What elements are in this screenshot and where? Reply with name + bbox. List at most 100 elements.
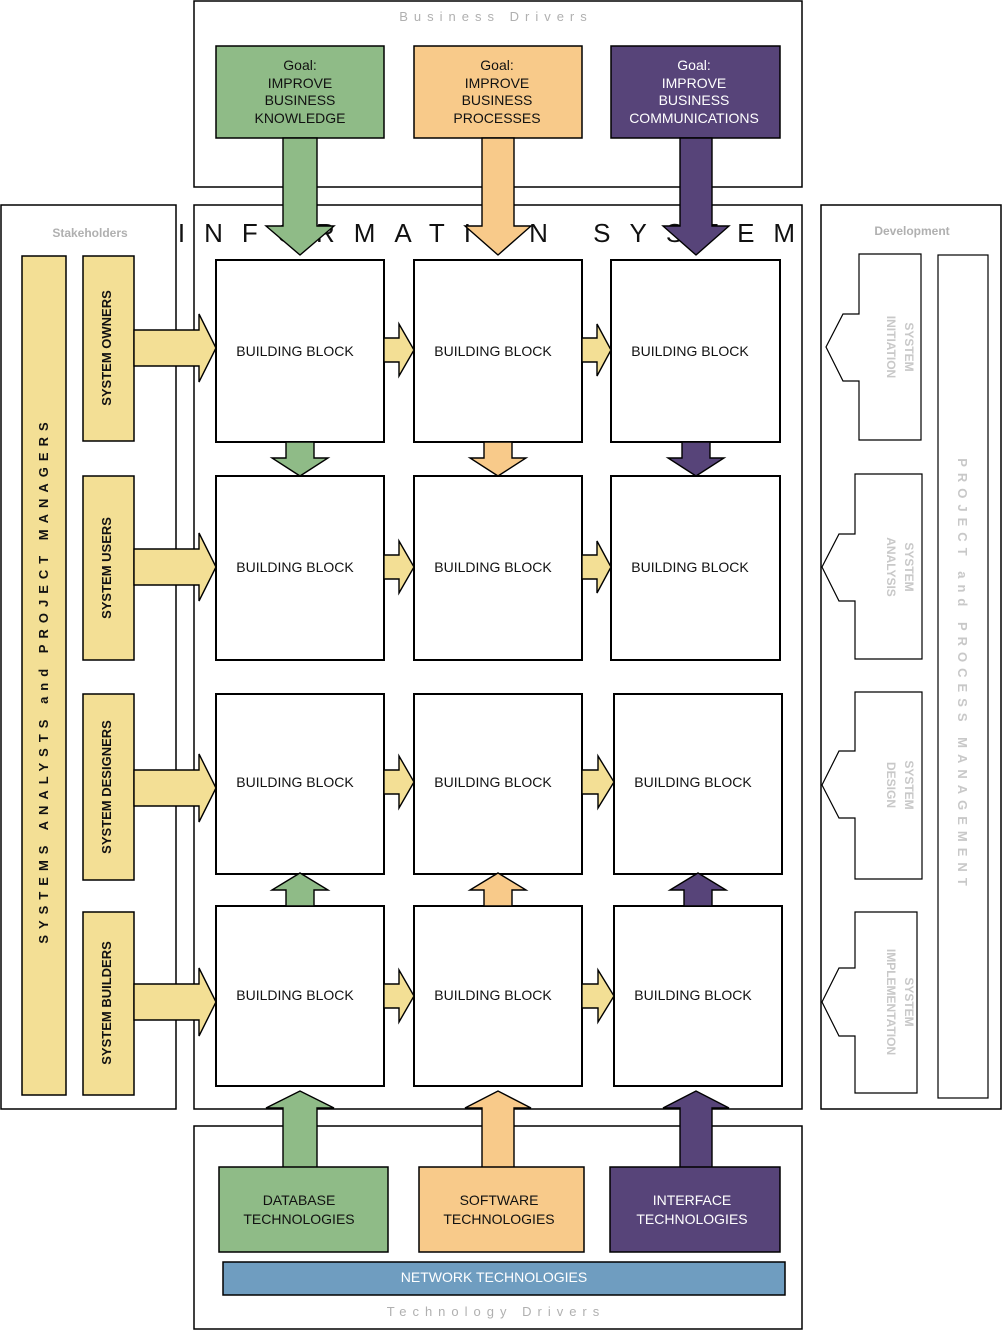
software-row-up-arrow (467, 872, 529, 907)
flow-right-arrow-r4b (581, 967, 615, 1025)
building-block-label-r1c2: BUILDING BLOCK (434, 343, 552, 359)
goal-communications-line3: BUSINESS (659, 92, 730, 108)
flow-right-arrow-r3b (581, 753, 615, 811)
stakeholder-role-designers: SYSTEM DESIGNERS (82, 693, 217, 881)
goal-communications: Goal: IMPROVE BUSINESS COMMUNICATIONS (610, 45, 781, 139)
tech-software-box (418, 1166, 585, 1253)
building-block-label-r3c3: BUILDING BLOCK (634, 774, 752, 790)
building-block-label-r3c1: BUILDING BLOCK (236, 774, 354, 790)
goal-processes: Goal: IMPROVE BUSINESS PROCESSES (413, 45, 583, 139)
processes-down-arrow (463, 137, 533, 256)
system-builders-box (82, 911, 135, 1096)
building-block-label-r2c1: BUILDING BLOCK (236, 559, 354, 575)
network-technologies-bar (222, 1261, 786, 1296)
tech-database-line2: TECHNOLOGIES (243, 1211, 354, 1227)
tech-database-line1: DATABASE (263, 1192, 336, 1208)
knowledge-row-down-arrow (269, 441, 331, 477)
building-block-label-r3c2: BUILDING BLOCK (434, 774, 552, 790)
users-right-arrow (133, 532, 217, 602)
processes-row-down-arrow (467, 441, 529, 477)
stakeholder-role-users: SYSTEM USERS (82, 475, 217, 661)
owners-right-arrow (133, 313, 217, 383)
initiation-phase-arrow-box (825, 253, 922, 441)
building-block-r3c3 (613, 693, 783, 875)
building-block-r1c1 (215, 259, 385, 443)
flow-right-arrow-r2a (383, 538, 415, 596)
building-block-r2c3 (610, 475, 781, 661)
design-phase-line2: DESIGN (884, 762, 898, 808)
design-phase-line1: SYSTEM (902, 760, 916, 809)
dev-phase-initiation: SYSTEM INITIATION (825, 253, 922, 441)
flow-right-arrow-r4a (383, 967, 415, 1025)
building-block-label-r1c3: BUILDING BLOCK (631, 343, 749, 359)
analysts-managers-label: SYSTEMS ANALYSTS and PROJECT MANAGERS (36, 416, 51, 943)
tech-software-line2: TECHNOLOGIES (443, 1211, 554, 1227)
analysis-phase-arrow-box (821, 473, 923, 660)
initiation-phase-line1: SYSTEM (902, 322, 916, 371)
project-process-management-bar (937, 254, 989, 1099)
flow-right-arrow-r3a (383, 753, 415, 811)
stakeholder-role-owners: SYSTEM OWNERS (82, 255, 217, 442)
business-drivers-caption: Business Drivers (399, 9, 593, 24)
tech-software: SOFTWARE TECHNOLOGIES (418, 1166, 585, 1253)
tech-interface-box (609, 1166, 781, 1253)
tech-interface-line2: TECHNOLOGIES (636, 1211, 747, 1227)
building-block-grid: BUILDING BLOCK BUILDING BLOCK BUILDING B… (215, 259, 783, 1087)
goal-knowledge-line1: Goal: (283, 57, 316, 73)
system-owners-label: SYSTEM OWNERS (99, 290, 114, 406)
building-block-r4c3 (613, 905, 783, 1087)
building-block-r3c2 (413, 693, 583, 875)
building-block-label-r2c2: BUILDING BLOCK (434, 559, 552, 575)
goal-processes-line2: IMPROVE (465, 75, 530, 91)
flow-right-arrow-r1b (581, 323, 612, 377)
goal-knowledge-line4: KNOWLEDGE (254, 110, 345, 126)
system-designers-box (82, 693, 135, 881)
flow-right-arrow-r2b (581, 540, 612, 594)
system-owners-box (82, 255, 135, 442)
goal-processes-line1: Goal: (480, 57, 513, 73)
database-row-up-arrow (269, 872, 331, 907)
analysts-managers-bar (21, 255, 67, 1096)
project-process-management-label: PROJECT and PROCESS MANAGEMENT (955, 458, 970, 892)
network-technologies: NETWORK TECHNOLOGIES (222, 1261, 786, 1296)
building-block-r2c1 (215, 475, 385, 661)
tech-interface: INTERFACE TECHNOLOGIES (609, 1166, 781, 1253)
communications-down-arrow (661, 137, 731, 256)
system-users-box (82, 475, 135, 661)
goal-knowledge-line3: BUSINESS (265, 92, 336, 108)
interface-up-arrow (662, 1090, 730, 1169)
system-builders-label: SYSTEM BUILDERS (99, 941, 114, 1065)
building-block-label-r4c2: BUILDING BLOCK (434, 987, 552, 1003)
system-users-label: SYSTEM USERS (99, 517, 114, 619)
building-block-label-r1c1: BUILDING BLOCK (236, 343, 354, 359)
building-block-r1c2 (413, 259, 583, 443)
stakeholders-caption: Stakeholders (52, 226, 128, 240)
development-caption: Development (874, 224, 949, 238)
builders-right-arrow (133, 967, 217, 1037)
goal-communications-line2: IMPROVE (662, 75, 727, 91)
implementation-phase-line2: IMPLEMENTATION (884, 949, 898, 1055)
tech-interface-line1: INTERFACE (653, 1192, 732, 1208)
dev-phase-design: SYSTEM DESIGN (821, 691, 923, 880)
goal-communications-line1: Goal: (677, 57, 710, 73)
goal-knowledge: Goal: IMPROVE BUSINESS KNOWLEDGE (215, 45, 385, 139)
building-block-label-r2c3: BUILDING BLOCK (631, 559, 749, 575)
goal-processes-line3: BUSINESS (462, 92, 533, 108)
building-block-r3c1 (215, 693, 385, 875)
dev-phase-implementation: SYSTEM IMPLEMENTATION (821, 911, 918, 1094)
technology-drivers-caption: Technology Drivers (387, 1304, 606, 1319)
knowledge-down-arrow (264, 137, 336, 256)
software-up-arrow (464, 1090, 532, 1169)
initiation-phase-line2: INITIATION (884, 316, 898, 378)
building-block-r4c1 (215, 905, 385, 1087)
tech-software-line1: SOFTWARE (460, 1192, 539, 1208)
network-technologies-label: NETWORK TECHNOLOGIES (401, 1269, 587, 1285)
goal-communications-box (610, 45, 781, 139)
flow-right-arrow-r1a (383, 321, 415, 379)
goal-communications-line4: COMMUNICATIONS (629, 110, 759, 126)
designers-right-arrow (133, 753, 217, 823)
goal-processes-line4: PROCESSES (453, 110, 540, 126)
database-up-arrow (265, 1090, 335, 1169)
goal-knowledge-line2: IMPROVE (268, 75, 333, 91)
